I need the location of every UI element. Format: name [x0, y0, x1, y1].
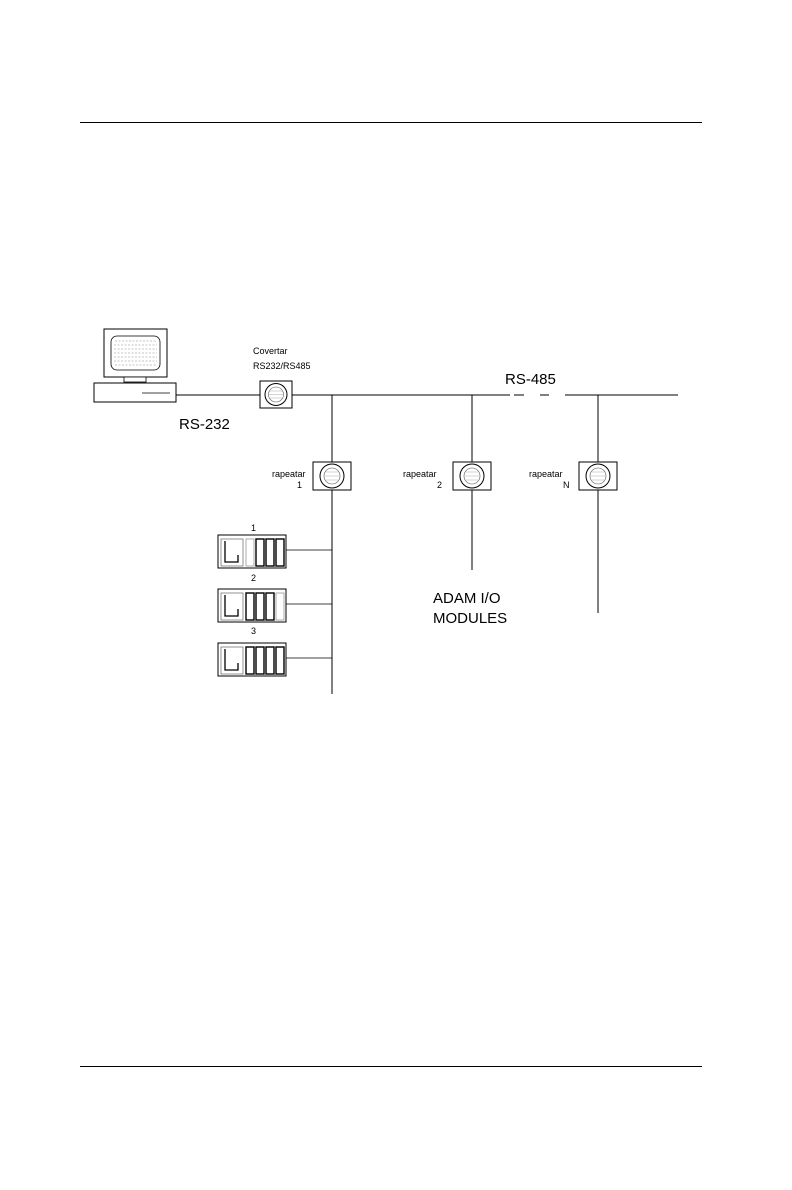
- repeater-1-icon: [313, 462, 351, 490]
- converter-icon: [260, 381, 292, 408]
- converter-label-line1: Covertar: [253, 346, 288, 356]
- repeater-n-label: rapeatar: [529, 469, 563, 479]
- repeater-2-icon: [453, 462, 491, 490]
- repeater-2-index: 2: [437, 480, 442, 490]
- module-group-1-number: 1: [251, 523, 256, 533]
- module-rack-2-icon: [218, 589, 286, 622]
- module-rack-1-icon: [218, 535, 286, 568]
- module-rack-3-icon: [218, 643, 286, 676]
- module-group-3-number: 3: [251, 626, 256, 636]
- rs232-label: RS-232: [179, 416, 230, 433]
- module-group-2-number: 2: [251, 573, 256, 583]
- adam-label-line2: MODULES: [433, 610, 507, 627]
- repeater-1-index: 1: [297, 480, 302, 490]
- repeater-n-icon: [579, 462, 617, 490]
- repeater-n-index: N: [563, 480, 570, 490]
- adam-label-line1: ADAM I/O: [433, 590, 501, 607]
- repeater-2-label: rapeatar: [403, 469, 437, 479]
- host-computer-icon: [94, 329, 176, 402]
- bus-drop-lines: [332, 395, 598, 462]
- converter-label-line2: RS232/RS485: [253, 361, 311, 371]
- repeater-1-label: rapeatar: [272, 469, 306, 479]
- rs485-label: RS-485: [505, 371, 556, 388]
